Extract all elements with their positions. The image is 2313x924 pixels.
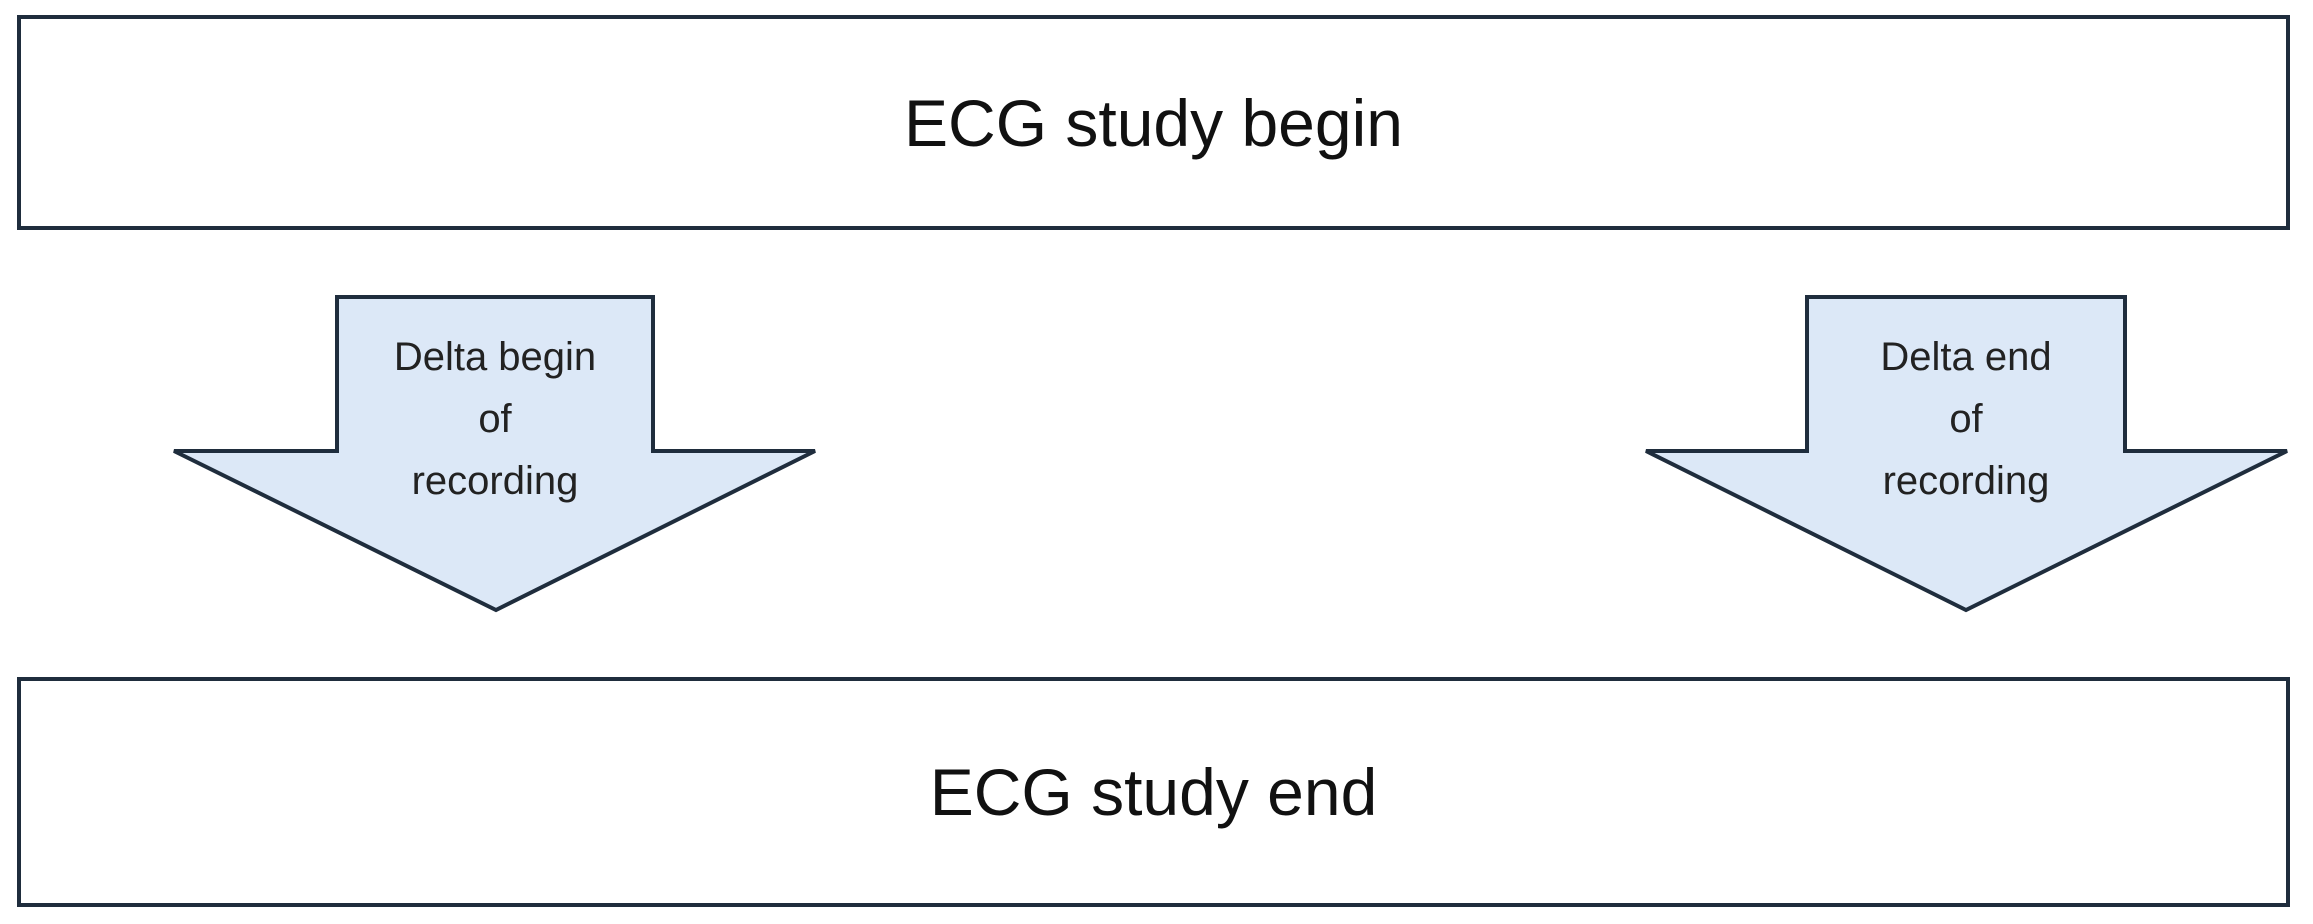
delta-begin-arrow: Delta begin of recording	[173, 295, 816, 613]
study-end-label: ECG study end	[929, 755, 1378, 829]
delta-end-arrow-line-3: recording	[1883, 459, 2050, 503]
delta-end-arrow: Delta end of recording	[1645, 295, 2288, 613]
delta-begin-arrow-line-1: Delta begin	[394, 335, 596, 379]
study-begin-label: ECG study begin	[904, 85, 1403, 160]
delta-begin-arrow-line-2: of	[478, 397, 512, 441]
delta-end-arrow-line-1: Delta end	[1880, 335, 2051, 379]
delta-begin-arrow-line-3: recording	[412, 459, 579, 503]
delta-end-arrow-shape	[1645, 295, 2288, 613]
delta-end-arrow-line-2: of	[1949, 397, 1983, 441]
delta-begin-arrow-shape	[173, 295, 816, 613]
study-begin-box: ECG study begin	[17, 15, 2290, 230]
study-end-box: ECG study end	[17, 677, 2290, 907]
